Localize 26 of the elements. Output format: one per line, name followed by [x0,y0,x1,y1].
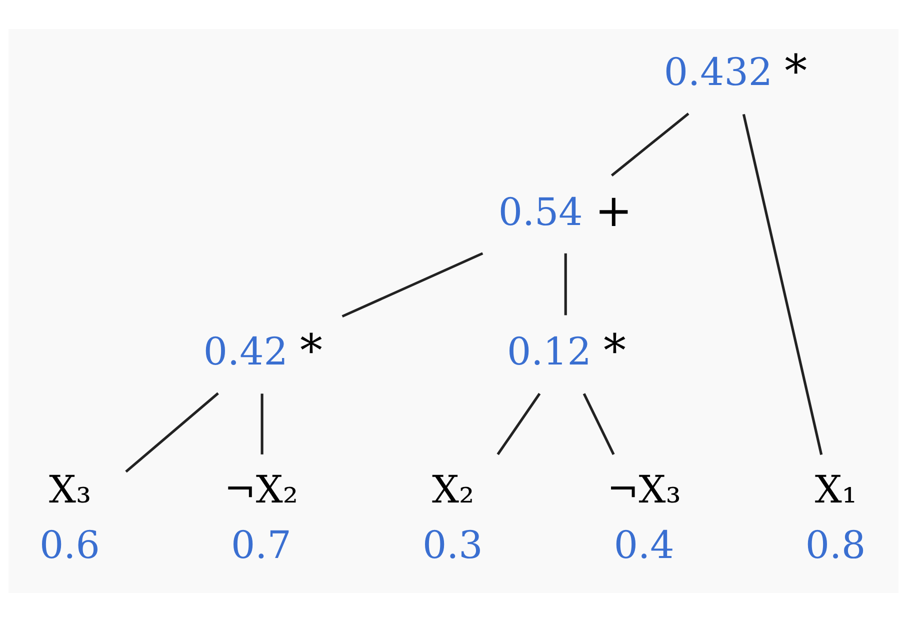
node-label: 0.4 [614,522,674,566]
node-label: 0.42 [203,329,288,374]
connector [742,113,823,454]
connector [260,393,264,454]
node-text: X₃ [49,467,92,512]
node-text: X₁ [814,467,858,512]
node-text: X₂ [432,467,474,512]
node-text: * [604,323,626,376]
node-text: * [300,323,322,376]
connector [564,252,567,315]
node-text: ¬X₂ [224,467,298,512]
connector [342,252,484,318]
node-label: 0.8 [805,522,866,566]
node-label: 0.3 [422,522,483,566]
node-label: 0.432 [664,50,773,94]
node-label: 0.6 [40,522,100,566]
node-text: + [594,184,632,237]
connector [610,112,690,176]
connector [125,392,219,472]
node-text: * [784,44,808,97]
node-text: ¬X₃ [607,467,682,512]
connector [582,392,615,454]
node-label: 0.54 [498,189,583,234]
node-label: 0.7 [231,522,292,566]
node-label: 0.12 [506,329,592,374]
connector [496,392,541,455]
